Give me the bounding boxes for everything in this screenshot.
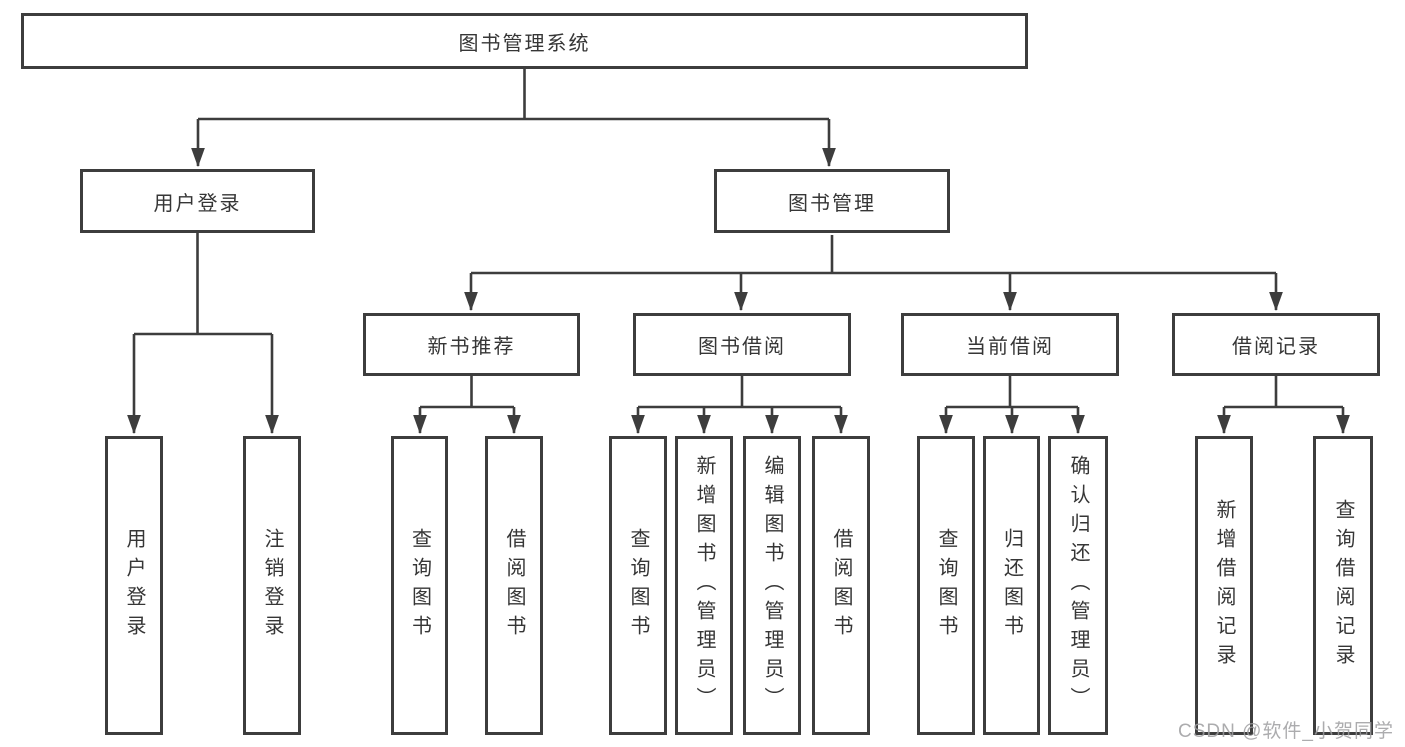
node-user-login: 用户登录 [80,169,315,233]
leaf-borrow-books-recommend: 借阅图书 [485,436,543,735]
leaf-borrow-books-borrowing: 借阅图书 [812,436,870,735]
leaf-add-book-admin: 新增图书（管理员） [675,436,733,735]
node-new-book-recommend: 新书推荐 [363,313,580,376]
leaf-user-login: 用户登录 [105,436,163,735]
leaf-query-borrow-record: 查询借阅记录 [1313,436,1373,735]
leaf-query-books-recommend: 查询图书 [391,436,448,735]
leaf-logout: 注销登录 [243,436,301,735]
leaf-return-book: 归还图书 [983,436,1040,735]
node-current-borrowing: 当前借阅 [901,313,1119,376]
node-book-borrowing: 图书借阅 [633,313,851,376]
leaf-query-books-borrowing: 查询图书 [609,436,667,735]
node-book-management: 图书管理 [714,169,950,233]
node-library-system: 图书管理系统 [21,13,1028,69]
node-borrowing-records: 借阅记录 [1172,313,1380,376]
leaf-confirm-return-admin: 确认归还（管理员） [1048,436,1108,735]
leaf-edit-book-admin: 编辑图书（管理员） [743,436,801,735]
leaf-add-borrow-record: 新增借阅记录 [1195,436,1253,735]
leaf-query-books-current: 查询图书 [917,436,975,735]
csdn-watermark: CSDN @软件_小贺同学 [1178,721,1394,742]
